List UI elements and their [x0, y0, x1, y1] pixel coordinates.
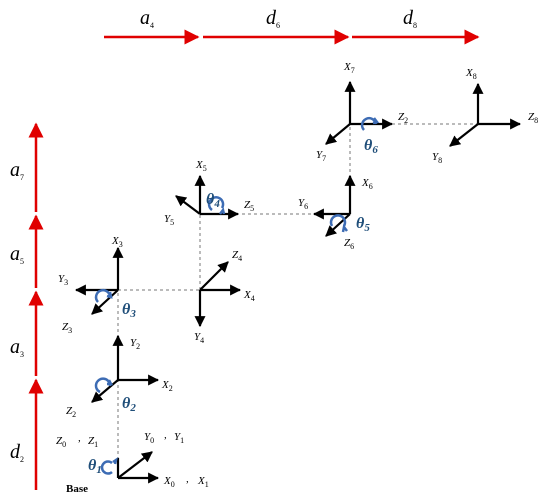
f5-y-axis [175, 195, 201, 215]
rotation-marker-theta2 [94, 377, 114, 394]
label-y8: Y8 [432, 151, 442, 165]
frame-2 [91, 334, 160, 403]
label-z1: Z1 [88, 435, 98, 449]
left-dimension-arrows: a7 a5 a3 d2 [10, 122, 44, 490]
label-z5: Z5 [244, 199, 254, 213]
label-z7: Z2 [398, 111, 408, 125]
theta4-label: θ4 [206, 191, 220, 210]
frame-8 [449, 82, 522, 147]
label-z6: Z6 [344, 237, 354, 251]
dim-label-d2: d2 [10, 441, 24, 464]
label-y4: Y4 [194, 331, 204, 345]
theta6-label: θ6 [364, 137, 378, 156]
theta5-label: θ5 [356, 215, 370, 234]
label-x5: X5 [195, 159, 207, 173]
f3-z-axis [91, 289, 119, 315]
label-x3: X3 [111, 235, 123, 249]
f4-z-axis [199, 261, 229, 291]
label-y3: Y3 [58, 273, 68, 287]
label-y7: Y7 [316, 149, 326, 163]
label-x1: X1 [197, 475, 209, 489]
label-y6: Y6 [298, 197, 308, 211]
label-y2: Y2 [130, 337, 140, 351]
label-x0: X0 [163, 475, 175, 489]
rotation-marker-theta4 [207, 196, 226, 215]
rotation-marker-theta1 [100, 457, 118, 475]
label-x7: X7 [343, 61, 355, 75]
frame-base [116, 451, 160, 484]
theta3-label: θ3 [122, 301, 136, 320]
label-x8: X8 [465, 67, 477, 81]
f7-y-axis [325, 123, 351, 145]
dim-label-d6: d6 [266, 7, 280, 30]
theta2-label: θ2 [122, 395, 136, 414]
dim-label-a7: a7 [10, 159, 24, 182]
rotation-marker-theta6 [360, 117, 380, 131]
label-x2: X2 [161, 379, 173, 393]
label-y5: Y5 [164, 213, 174, 227]
label-y1: Y1 [174, 431, 184, 445]
base-y-axis [117, 451, 153, 479]
frame-7 [325, 80, 394, 145]
f8-y-axis [449, 123, 479, 147]
label-z8: Z8 [528, 111, 538, 125]
frame-6 [312, 174, 356, 237]
label-x4: X4 [243, 289, 255, 303]
label-x6: X6 [361, 177, 373, 191]
label-y0: Y0 [144, 431, 154, 445]
label-z4: Z4 [232, 249, 242, 263]
rotation-marker-theta5 [329, 214, 348, 233]
f6-z-axis [325, 213, 351, 237]
label-z0: Z0 [56, 435, 66, 449]
label-sep-z: , [78, 432, 81, 444]
rotation-marker-theta3 [94, 288, 113, 303]
dashed-links [117, 123, 478, 478]
theta1-label: θ1 [88, 457, 102, 476]
base-label: Base [66, 483, 88, 495]
top-dimension-arrows: a4 d6 d8 [104, 7, 480, 45]
label-z2: Z2 [66, 405, 76, 419]
label-z3: Z3 [62, 321, 72, 335]
frame-3 [74, 246, 124, 315]
dim-label-a4: a4 [140, 7, 154, 30]
dim-label-a5: a5 [10, 243, 24, 266]
label-sep-y: , [164, 429, 167, 441]
frame-5 [175, 174, 240, 220]
dim-label-d8: d8 [403, 7, 417, 30]
frame-4 [194, 261, 242, 328]
label-sep-x: , [186, 473, 189, 485]
f2-z-axis [91, 379, 119, 403]
dim-label-a3: a3 [10, 336, 24, 359]
